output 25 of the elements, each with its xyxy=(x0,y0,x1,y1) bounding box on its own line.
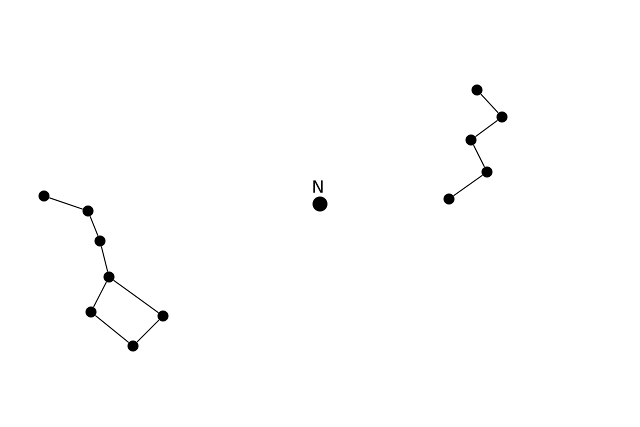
constellation-line xyxy=(475,120,498,138)
star-dot xyxy=(86,306,96,318)
star-dot xyxy=(94,235,106,246)
star-dot xyxy=(444,193,454,204)
constellation-line xyxy=(473,144,485,168)
star-dot xyxy=(128,340,138,352)
star-label: N xyxy=(313,180,323,193)
star-dot xyxy=(158,310,168,322)
star-dot xyxy=(482,166,492,178)
constellation-line xyxy=(100,246,108,272)
star-dot xyxy=(38,190,50,202)
constellation-line xyxy=(49,197,83,210)
constellation-line xyxy=(90,216,98,236)
star-dot xyxy=(496,112,508,122)
star-dot xyxy=(104,272,114,282)
star-dot xyxy=(312,196,328,212)
star-dot xyxy=(466,134,476,146)
constellation-line xyxy=(453,174,483,196)
constellation-line xyxy=(480,94,499,114)
star-dot xyxy=(472,84,482,96)
constellation-line xyxy=(136,320,160,342)
constellation-line xyxy=(113,280,159,314)
constellation-line xyxy=(93,282,107,308)
constellation-line xyxy=(95,315,129,343)
star-dot xyxy=(82,206,94,216)
